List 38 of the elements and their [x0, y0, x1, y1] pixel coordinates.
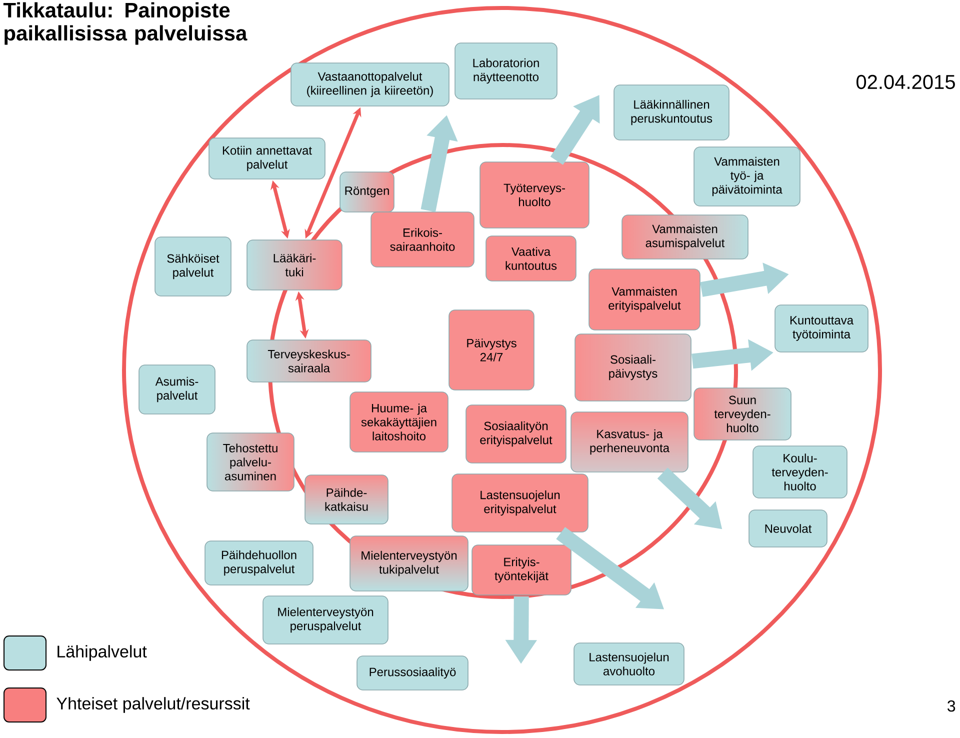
- service-box: Lastensuojelun avohuolto: [574, 642, 684, 686]
- service-box: Koulu- terveyden- huolto: [752, 446, 848, 498]
- service-box: Terveyskeskus- sairaala: [246, 340, 372, 382]
- service-box: Lääkinnällinen peruskuntoutus: [614, 84, 730, 140]
- service-box: Vammaisten työ- ja päivätoiminta: [694, 146, 800, 206]
- service-box: Neuvolat: [748, 510, 828, 548]
- service-box: Vaativa kuntoutus: [486, 236, 576, 282]
- service-box: Suun terveyden- huolto: [694, 388, 792, 440]
- service-box: Vammaisten asumispalvelut: [622, 214, 748, 260]
- service-box: Perussosiaalityö: [356, 656, 468, 690]
- service-box: Lääkäri- tuki: [246, 240, 342, 290]
- service-box: Mielenterveystyön peruspalvelut: [262, 596, 388, 644]
- service-box: Sähköiset palvelut: [154, 236, 232, 296]
- service-box: Päihdehuollon peruspalvelut: [204, 540, 314, 586]
- service-box: Laboratorion näytteenotto: [454, 42, 558, 100]
- service-box: Kotiin annettavat palvelut: [208, 138, 326, 180]
- service-box: Päihde- katkaisu: [304, 474, 388, 524]
- service-box: Työterveys- huolto: [480, 162, 590, 228]
- page-number: 3: [948, 700, 956, 712]
- date-label: 02.04.2015: [856, 74, 955, 90]
- service-box: Erikois- sairaanhoito: [370, 212, 474, 268]
- service-box: Huume- ja sekakäyttäjien laitoshoito: [350, 392, 448, 452]
- service-box: Kasvatus- ja perheneuvonta: [570, 412, 688, 472]
- service-box: Sosiaali- päivystys: [574, 334, 692, 402]
- service-box: Kuntouttava työtoiminta: [774, 304, 868, 352]
- service-box: Mielenterveystyön tukipalvelut: [350, 536, 468, 592]
- service-box: Tehostettu palvelu- asuminen: [206, 432, 294, 492]
- service-box: Vammaisten erityispalvelut: [588, 268, 700, 330]
- service-box: Röntgen: [340, 172, 394, 212]
- legend-label: Lähipalvelut: [58, 645, 147, 661]
- service-box: Vastaanottopalvelut (kiireellinen ja kiireetön): [290, 62, 450, 106]
- title: Tikkataulu: Painopiste paikallisissa palveluissa: [3, 2, 248, 45]
- service-box: Päivystys 24/7: [448, 310, 534, 390]
- legend-label: Yhteiset palvelut/resurssit: [56, 697, 250, 713]
- service-box: Asumis- palvelut: [138, 364, 216, 414]
- service-box: Lastensuojelun erityispalvelut: [452, 474, 588, 532]
- service-box: Sosiaalityön erityispalvelut: [466, 404, 566, 464]
- service-box: Erityis- työntekijät: [472, 544, 572, 596]
